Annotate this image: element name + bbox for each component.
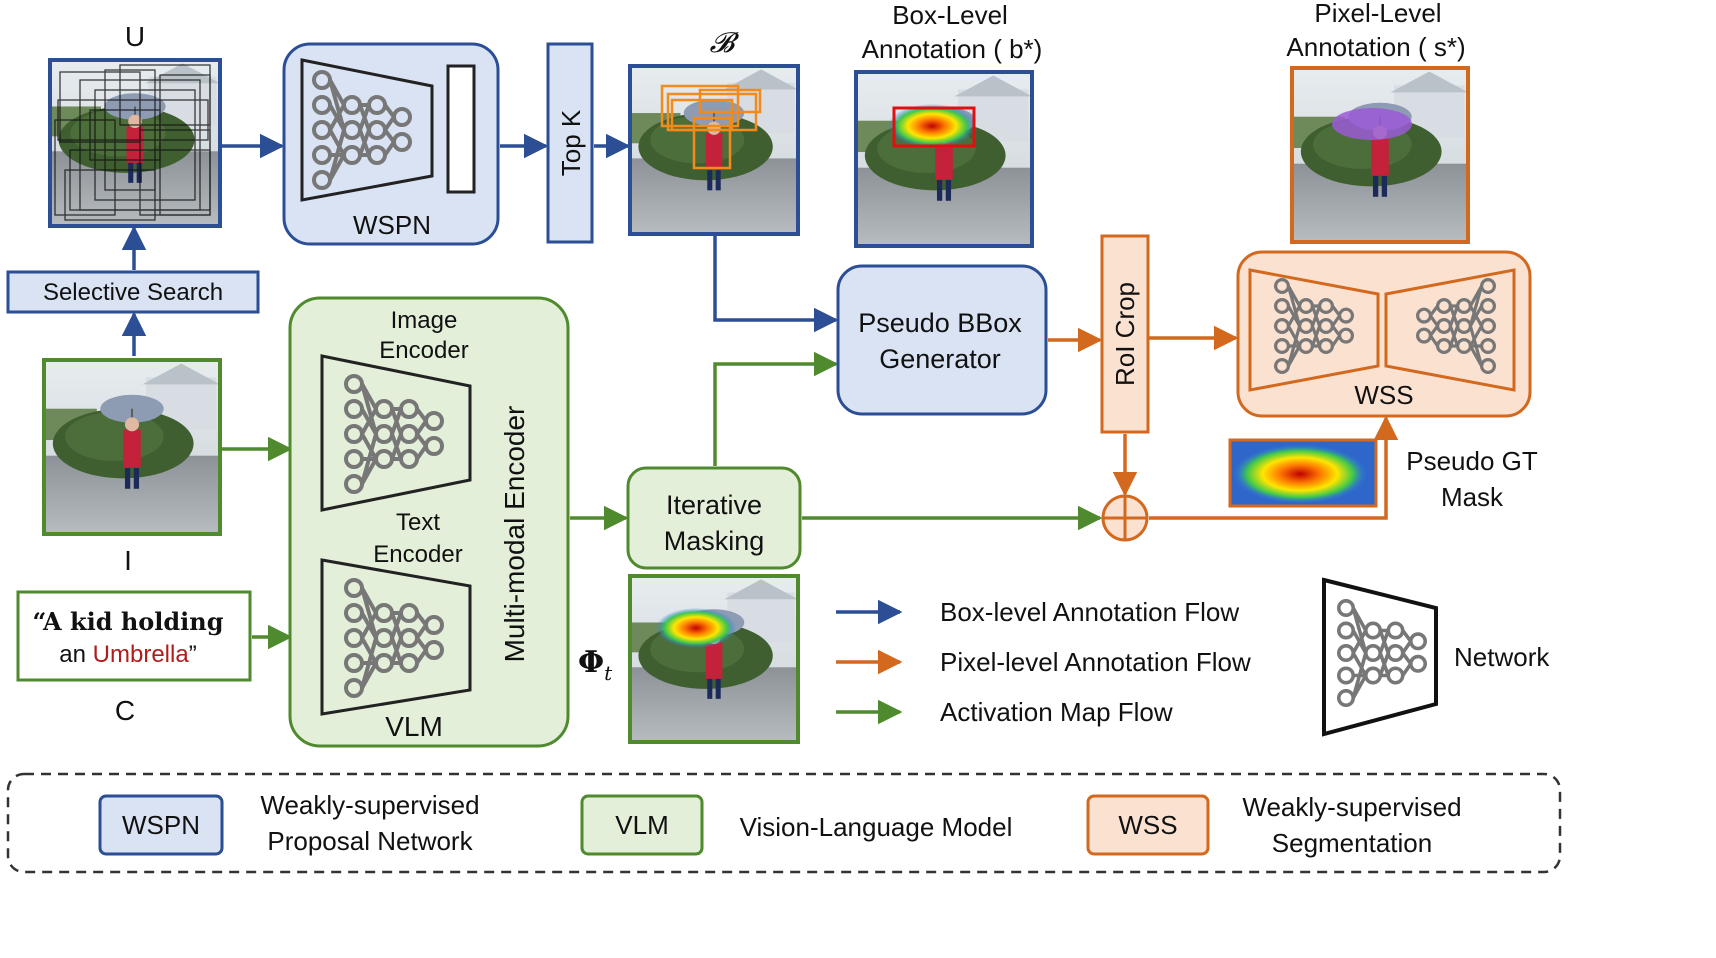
vlm-label: VLM xyxy=(385,711,443,742)
wspn-output-bar xyxy=(446,64,476,194)
arrow-sum-to-wss xyxy=(1149,415,1399,520)
label-phi-t: Φt xyxy=(578,645,613,685)
multimodal-encoder-label: Multi-modal Encoder xyxy=(499,406,530,663)
image-b-topk-boxes xyxy=(628,64,800,236)
pseudo-bbox-generator-box: Pseudo BBox Generator xyxy=(836,264,1048,416)
image-box-level-annotation xyxy=(854,70,1034,248)
caption-text-an: an xyxy=(59,641,92,668)
legend-wspn-desc-2: Proposal Network xyxy=(267,826,473,856)
legend-wspn-desc-1: Weakly-supervised xyxy=(260,790,479,820)
box-level-title-2: Annotation ( b*) xyxy=(862,34,1043,64)
vlm-module: Image Encoder Text Encoder Multi-modal E… xyxy=(288,296,570,748)
image-pixel-level-annotation xyxy=(1290,66,1470,244)
topk-box: Top K xyxy=(546,42,594,244)
label-c: C xyxy=(115,695,135,726)
network-legend: Network xyxy=(1322,577,1550,737)
image-pseudo-gt-mask xyxy=(1228,438,1378,508)
label-u: U xyxy=(125,21,145,52)
arrow-b-to-pseudo-bbox xyxy=(713,236,839,333)
text-encoder-label-2: Encoder xyxy=(373,541,462,568)
label-i: I xyxy=(124,545,132,576)
legend-wss-tag: WSS xyxy=(1118,810,1177,840)
wss-module: WSS xyxy=(1236,250,1532,418)
svg-text:Selective Search: Selective Search xyxy=(43,279,223,306)
image-encoder-icon xyxy=(320,354,472,512)
pseudo-gt-label-1: Pseudo GT xyxy=(1406,446,1538,476)
module-legend: WSPN Weakly-supervised Proposal Network … xyxy=(6,772,1562,874)
image-encoder-label-1: Image xyxy=(391,307,458,334)
flow-legend: Box-level Annotation Flow Pixel-level An… xyxy=(836,597,1251,727)
selective-search-box: Selective Search xyxy=(6,270,260,314)
wss-decoder-icon xyxy=(1384,268,1516,392)
legend-activation-flow-label: Activation Map Flow xyxy=(940,697,1173,727)
svg-text:Pseudo BBox: Pseudo BBox xyxy=(858,308,1022,338)
wspn-network-icon xyxy=(300,58,434,202)
caption-text-umbrella: Umbrella xyxy=(93,641,190,668)
wss-encoder-icon xyxy=(1248,268,1380,392)
svg-text:Top K: Top K xyxy=(556,109,586,176)
box-level-title-1: Box-Level xyxy=(892,0,1008,30)
svg-text:Masking: Masking xyxy=(664,526,765,556)
pixel-level-title-2: Annotation ( s*) xyxy=(1286,32,1465,62)
svg-text:Iterative: Iterative xyxy=(666,490,762,520)
text-encoder-icon xyxy=(320,558,472,716)
legend-wss-desc-2: Segmentation xyxy=(1272,828,1432,858)
svg-text:“A kid holding: “A kid holding xyxy=(32,607,223,636)
wss-label: WSS xyxy=(1354,380,1413,410)
legend-box-flow-label: Box-level Annotation Flow xyxy=(940,597,1239,627)
legend-vlm-tag: VLM xyxy=(615,810,668,840)
image-activation-map-phi xyxy=(628,574,800,744)
sum-node xyxy=(1101,494,1149,542)
wspn-module: WSPN xyxy=(282,42,500,246)
label-b-set: 𝓑 xyxy=(710,26,740,59)
legend-wspn-tag: WSPN xyxy=(122,810,200,840)
wspn-label: WSPN xyxy=(353,210,431,240)
text-encoder-label-1: Text xyxy=(396,509,440,536)
caption-box: “A kid holding an Umbrella” xyxy=(16,590,252,682)
svg-text:Generator: Generator xyxy=(879,344,1001,374)
caption-text-close-quote: ” xyxy=(189,641,197,668)
network-legend-label: Network xyxy=(1454,642,1550,672)
legend-wss-desc-1: Weakly-supervised xyxy=(1242,792,1461,822)
network-legend-icon xyxy=(1322,577,1438,737)
svg-text:an Umbrella”: an Umbrella” xyxy=(59,641,196,668)
arrow-iterative-to-pseudo-bbox xyxy=(713,351,839,466)
roi-crop-box: RoI Crop xyxy=(1100,234,1150,434)
image-u-proposals xyxy=(48,58,222,228)
pseudo-gt-label-2: Mask xyxy=(1441,482,1504,512)
image-encoder-label-2: Encoder xyxy=(379,337,468,364)
legend-vlm-desc: Vision-Language Model xyxy=(740,812,1013,842)
pixel-level-title-1: Pixel-Level xyxy=(1314,0,1441,28)
image-i-input xyxy=(42,358,222,536)
svg-text:RoI Crop: RoI Crop xyxy=(1110,282,1140,386)
legend-pixel-flow-label: Pixel-level Annotation Flow xyxy=(940,647,1251,677)
iterative-masking-box: Iterative Masking xyxy=(626,466,802,570)
